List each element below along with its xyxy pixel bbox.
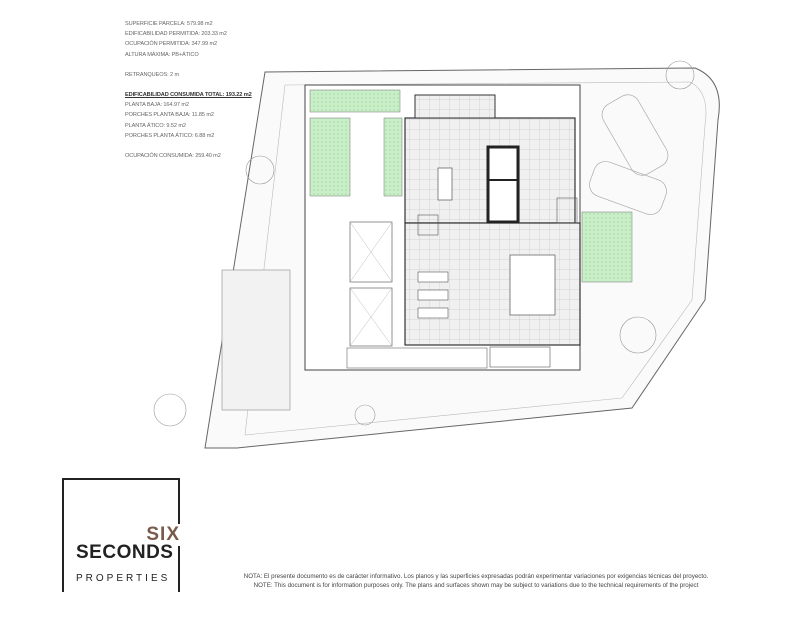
spec-attic-porches: PORCHES PLANTA ÁTICO: 6.88 m2: [125, 132, 215, 139]
spec-ground-floor: PLANTA BAJA: 164.97 m2: [125, 102, 189, 109]
disclaimer-note: NOTA: El presente documento es de caráct…: [196, 572, 756, 590]
lawn: [383, 117, 403, 197]
dining-table: [437, 167, 453, 201]
car: [589, 161, 667, 215]
bathroom-core: [486, 145, 520, 224]
spec-ground-porches: PORCHES PLANTA BAJA: 11.85 m2: [125, 112, 214, 119]
car: [601, 94, 669, 176]
lounge-area: [509, 254, 556, 316]
spec-allowed-buildability: EDIFICABILIDAD PERMITIDA: 203.33 m2: [125, 31, 227, 38]
spec-attic-floor: PLANTA ÁTICO: 9.52 m2: [125, 122, 186, 129]
spec-consumed-occupation: OCUPACIÓN CONSUMIDA: 259.40 m2: [125, 153, 221, 160]
note-spanish: NOTA: El presente documento es de caráct…: [243, 573, 709, 580]
spec-max-height: ALTURA MÁXIMA: PB+ÁTICO: [125, 51, 199, 58]
spec-allowed-occupation: OCUPACIÓN PERMITIDA: 347.99 m2: [125, 41, 218, 48]
lawn: [309, 117, 351, 197]
spec-consumed-buildability: EDIFICABILIDAD CONSUMIDA TOTAL: 193.22 m…: [125, 92, 252, 99]
spec-setbacks: RETRANQUEOS: 2 m: [125, 71, 180, 78]
lawn: [309, 89, 401, 113]
company-logo: SIX SECONDS PROPERTIES: [62, 478, 180, 594]
spec-plot-area: SUPERFICIE PARCELA: 579.98 m2: [125, 21, 213, 27]
lawn: [581, 211, 633, 283]
plot-specifications: SUPERFICIE PARCELA: 579.98 m2 EDIFICABIL…: [125, 19, 252, 161]
note-english: NOTE: This document is for information p…: [253, 582, 699, 589]
pool: [221, 269, 291, 411]
